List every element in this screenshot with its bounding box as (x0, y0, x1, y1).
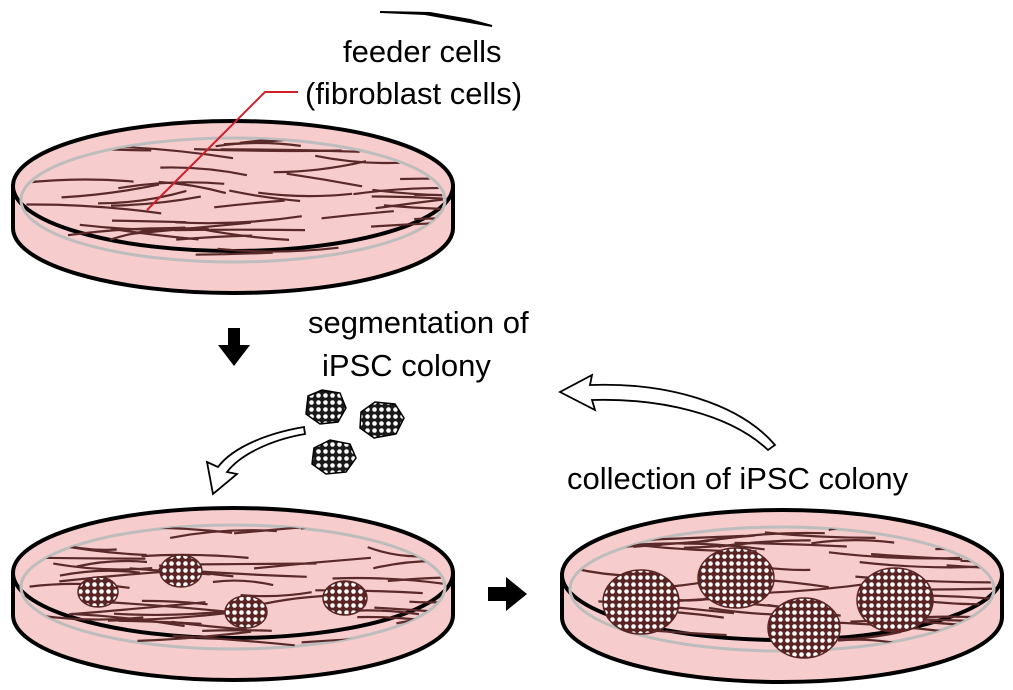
fibroblast-strand (286, 172, 363, 188)
feeder-pointer-line (146, 91, 298, 211)
fibroblast-strand (217, 246, 339, 253)
fibroblast-strand (828, 551, 960, 560)
fibroblast-strand (371, 195, 443, 201)
ipsc-colony (77, 576, 119, 608)
fibroblast-strand (832, 630, 902, 641)
fibroblast-strand (966, 527, 992, 532)
fibroblast-strand (107, 611, 231, 622)
ipsc-colony (224, 595, 268, 629)
ipsc-colony (159, 554, 203, 588)
fibroblast-strand (195, 251, 273, 256)
fibroblast-strand (59, 569, 141, 577)
fiber-sketch (379, 11, 493, 27)
fibroblast-strand (373, 559, 443, 570)
fibroblast-strand (71, 612, 185, 628)
fibroblast-strand (53, 562, 153, 571)
fibroblast-strand (171, 620, 247, 631)
fibroblast-strand (175, 215, 302, 225)
collection-label: collection of iPSC colony (567, 461, 909, 496)
fibroblast-strand (169, 529, 277, 539)
fibroblast-strand (141, 599, 208, 606)
fibroblast-strand (40, 556, 146, 560)
fibroblast-strand (683, 541, 757, 549)
fibroblast-strand (214, 199, 285, 209)
fibroblast-strand (229, 189, 301, 203)
fibroblast-strand (811, 539, 895, 545)
fibroblast-strand (409, 593, 443, 604)
ipsc-colony-label: iPSC colony (322, 348, 491, 383)
fibroblast-strand (927, 594, 992, 604)
petri-dish-top (11, 119, 455, 295)
fibroblast-strand (172, 634, 295, 647)
fibroblast-strand (273, 160, 367, 174)
ipsc-colony (856, 567, 934, 633)
fibroblast-strand (113, 609, 232, 617)
fibroblast-strand (383, 204, 443, 211)
fibroblast-strand (372, 188, 443, 197)
fibroblast-strand (332, 576, 443, 587)
fibroblast-strand (176, 234, 253, 241)
ipsc-colony (602, 569, 680, 635)
ipsc-colony (697, 547, 775, 609)
petri-dish-bottom-left (11, 506, 455, 682)
ipsc-colony (322, 580, 368, 616)
fibroblast-strand (258, 191, 353, 198)
fibroblast-strand (97, 189, 187, 205)
fibroblast-strand (321, 210, 394, 220)
fibroblast-strand (374, 606, 443, 615)
ipsc-colonies-bottom-right (602, 547, 934, 659)
fibroblast-strand (958, 528, 992, 537)
colony-fragment (305, 389, 347, 425)
fibroblast-strand (684, 534, 755, 545)
curved-arrow-icon (558, 373, 777, 452)
fibroblast-strand (141, 553, 249, 559)
fibroblast-strand (223, 139, 319, 146)
feeder-cells-label: feeder cells (343, 34, 502, 69)
curved-arrow-icon (205, 425, 307, 496)
colony-fragments (305, 389, 405, 475)
fibroblast-strand (194, 148, 342, 153)
ipsc-colonies-bottom-left (77, 554, 368, 629)
fibroblast-strand (29, 582, 130, 589)
fibroblast-strand (253, 556, 371, 570)
colony-fragment (311, 439, 357, 475)
fibroblast-strand (414, 217, 443, 225)
fibroblast-strand (960, 559, 992, 570)
right-arrow-icon (488, 577, 527, 611)
colony-fragment (359, 401, 405, 439)
fibroblast-strand (314, 154, 400, 165)
fibroblast-strand (631, 542, 765, 551)
fibroblast-strand (202, 629, 272, 632)
down-arrow-icon (218, 328, 250, 366)
fibroblast-strand (109, 226, 186, 241)
fibroblast-strand (118, 181, 225, 190)
fibroblast-strand (110, 195, 202, 207)
fibroblast-strand (26, 203, 162, 215)
segmentation-label: segmentation of (308, 305, 529, 340)
fibroblast-cells-label: (fibroblast cells) (305, 76, 522, 111)
fibroblast-strand (76, 559, 148, 568)
fibroblast-strand (61, 183, 160, 199)
fibroblast-strand (375, 198, 443, 210)
ipsc-colony (767, 597, 841, 659)
petri-dish-bottom-right (560, 508, 1004, 684)
fibroblast-strand (160, 166, 248, 177)
fibroblast-strand (212, 579, 274, 587)
fibroblast-strand (396, 611, 443, 625)
